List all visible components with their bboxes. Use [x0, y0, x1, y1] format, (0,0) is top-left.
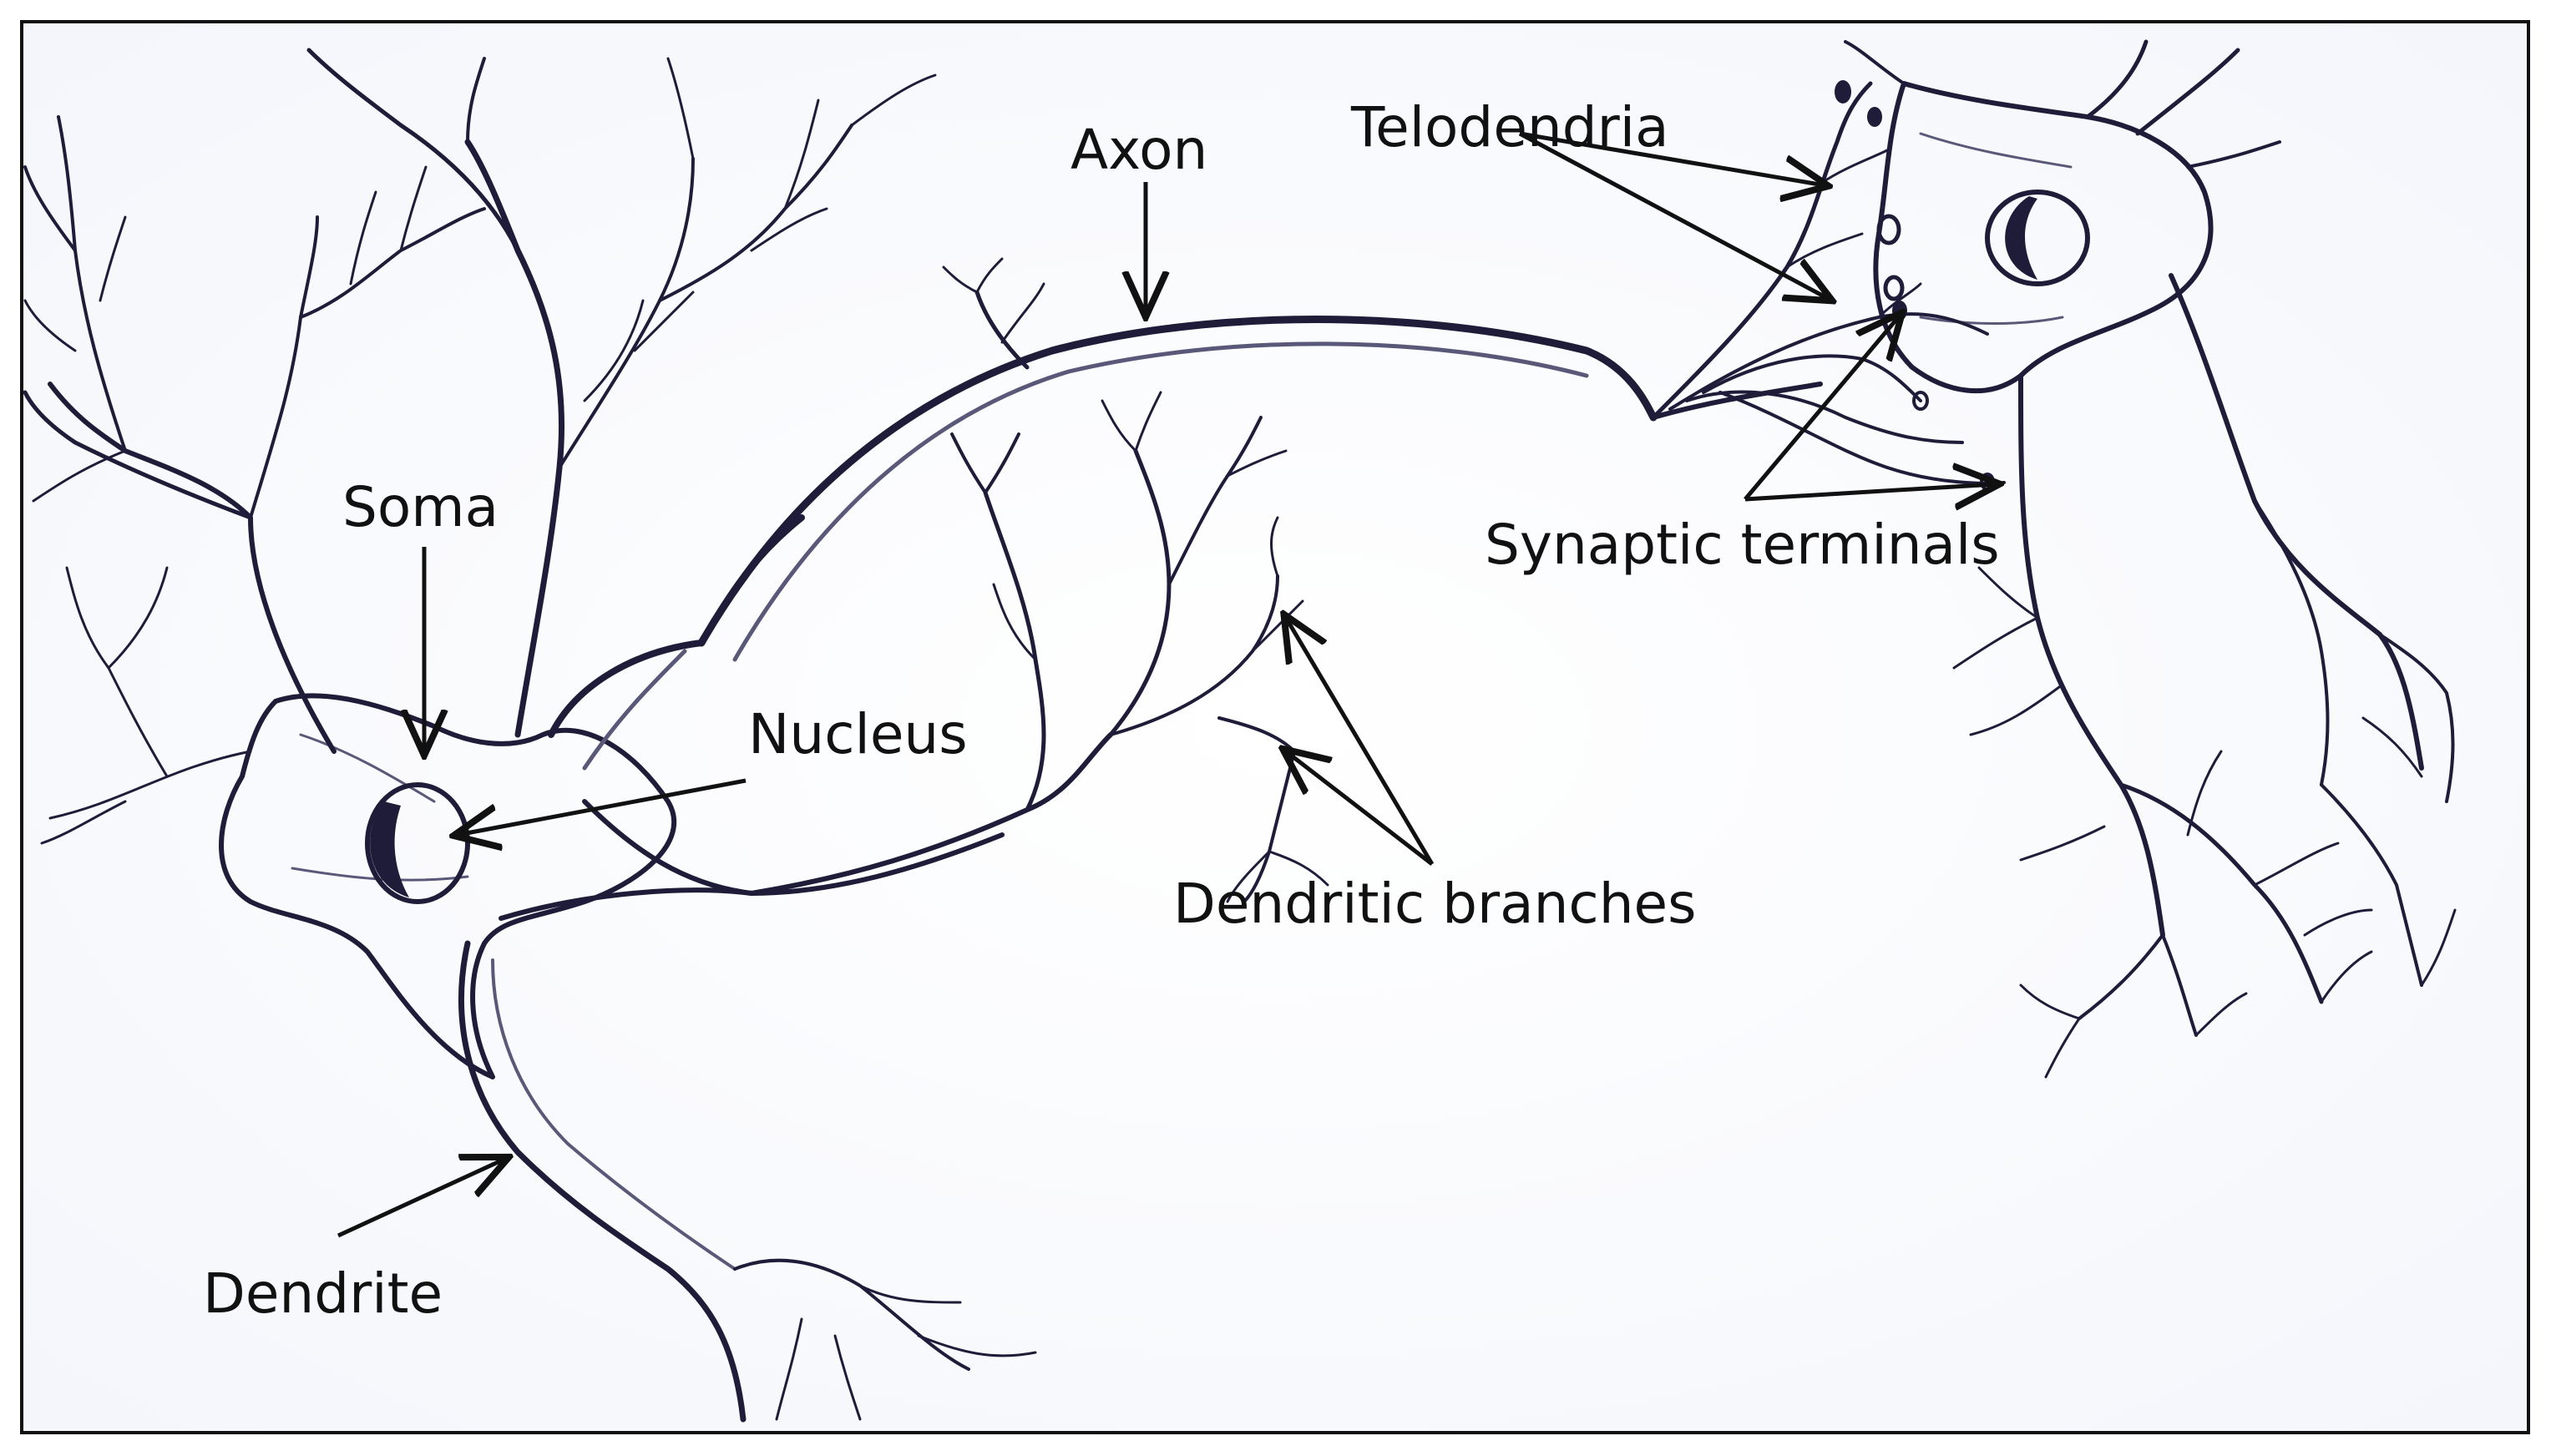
labels: Axon Telodendria Soma Nucleus Synaptic t… — [203, 95, 2000, 1326]
dendritic-branches-arrow-upper — [1286, 618, 1435, 866]
label-soma: Soma — [342, 475, 499, 539]
soma-body — [219, 693, 676, 1079]
label-telodendria: Telodendria — [1350, 95, 1669, 159]
nucleus-arrow — [458, 778, 747, 835]
right-lower-dendrites — [1952, 273, 2457, 1079]
label-synaptic-terminals: Synaptic terminals — [1485, 513, 2000, 577]
right-soma-body — [1873, 81, 2214, 394]
label-nucleus: Nucleus — [748, 702, 968, 766]
telodendria-arrow-upper — [1519, 131, 1825, 185]
right-top-branches — [1844, 39, 2281, 169]
lower-dendrite — [458, 887, 1037, 1423]
right-neuron — [1651, 39, 2457, 1079]
upper-middle-dendrites — [306, 48, 937, 738]
diagram-frame — [20, 20, 2530, 1434]
dendritic-branches-arrow-lower — [1286, 751, 1434, 866]
label-dendrite: Dendrite — [203, 1261, 443, 1326]
synaptic-terminals-arrow-lower — [1744, 484, 1996, 499]
label-axon: Axon — [1071, 118, 1207, 182]
telodendria-arrow-lower — [1518, 131, 1829, 299]
axon-shaft — [697, 316, 1823, 662]
label-arrows — [337, 131, 1996, 1238]
right-nucleus — [1985, 190, 2090, 286]
upper-left-dendrites — [23, 115, 486, 845]
dendrite-arrow — [337, 1159, 505, 1238]
label-dendritic-branches: Dendritic branches — [1173, 872, 1697, 936]
synaptic-terminals-arrow-upper — [1744, 316, 1900, 501]
lower-right-dendritic-branches — [749, 391, 1329, 903]
